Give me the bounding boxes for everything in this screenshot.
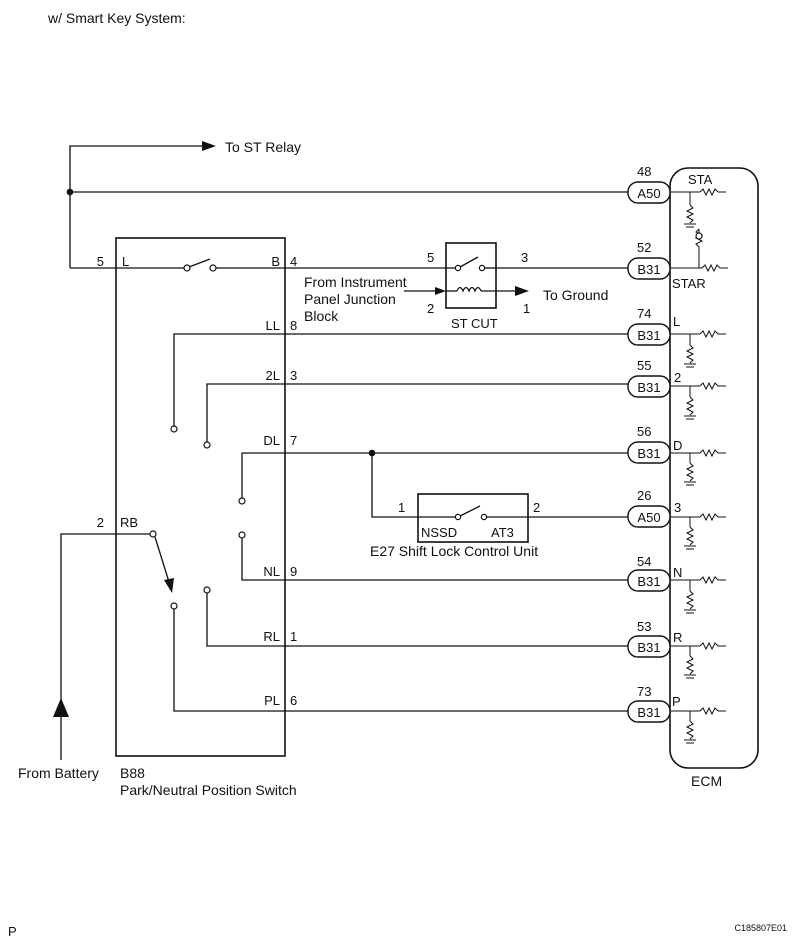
- pnp-code: B88: [120, 765, 145, 781]
- pnp-pin-name: RB: [120, 515, 138, 530]
- connector-code: B31: [637, 574, 660, 589]
- pnp-pin-num: 1: [290, 629, 297, 644]
- pnp-pin-num: 8: [290, 318, 297, 333]
- connector-code: B31: [637, 262, 660, 277]
- ecm-terminal: 3: [674, 500, 681, 515]
- connector-code: A50: [637, 186, 660, 201]
- ecm-label: ECM: [691, 773, 722, 789]
- ecm-connector-row: 54 B31 N: [627, 554, 726, 614]
- to-st-relay-line: [66, 141, 628, 269]
- ecm-pin-number: 52: [637, 240, 651, 255]
- shift-lock-label: E27 Shift Lock Control Unit: [370, 543, 538, 559]
- ecm-terminal: STAR: [672, 276, 706, 291]
- pnp-switch-box: [115, 237, 286, 757]
- pnp-pin-num: 6: [290, 693, 297, 708]
- figure-code: C185807E01: [734, 923, 787, 933]
- ecm-pin-number: 74: [637, 306, 651, 321]
- shift-lock-internal-switch: [418, 505, 528, 521]
- from-ipjb-label-3: Block: [304, 308, 339, 324]
- connector-code: B31: [637, 328, 660, 343]
- ecm-pin-number: 53: [637, 619, 651, 634]
- ecm-pin-number: 54: [637, 554, 651, 569]
- st-cut-pin: 2: [427, 301, 434, 316]
- ecm-terminal: D: [673, 438, 682, 453]
- pnp-pin-num: 4: [290, 254, 297, 269]
- st-cut-relay-internals: [446, 256, 529, 296]
- connector-code: A50: [637, 510, 660, 525]
- pnp-pin-num: 7: [290, 433, 297, 448]
- pnp-name: Park/Neutral Position Switch: [120, 782, 297, 798]
- ecm-terminal: P: [672, 694, 681, 709]
- ecm-connector-row: 74 B31 L: [627, 306, 726, 368]
- shift-lock-pin: 1: [398, 500, 405, 515]
- ecm-connector-row: 26 A50 3: [627, 488, 726, 550]
- connector-code: B31: [637, 705, 660, 720]
- pnp-pin-name: L: [122, 254, 129, 269]
- from-battery-label: From Battery: [18, 765, 99, 781]
- pnp-pin-num: 9: [290, 564, 297, 579]
- connector-code: B31: [637, 380, 660, 395]
- pnp-pin-name: RL: [263, 629, 280, 644]
- pnp-pin-name: DL: [263, 433, 280, 448]
- ecm-connector-row: 52 B31 STAR: [627, 228, 728, 291]
- ecm-pin-number: 48: [637, 164, 651, 179]
- diagram-header: w/ Smart Key System:: [47, 10, 186, 26]
- st-cut-pin: 3: [521, 250, 528, 265]
- junction-dot: [66, 188, 74, 196]
- ecm-connector-row: 55 B31 2: [627, 358, 726, 420]
- footer-page-letter: P: [8, 924, 17, 939]
- pnp-pin-name: LL: [266, 318, 280, 333]
- ecm-terminal: 2: [674, 370, 681, 385]
- shift-lock-pin: 2: [533, 500, 540, 515]
- st-cut-relay-box: [445, 242, 497, 309]
- pnp-pin-num: 2: [97, 515, 104, 530]
- connector-code: B31: [637, 640, 660, 655]
- pnp-position-contacts: [116, 333, 285, 712]
- connector-code: B31: [637, 446, 660, 461]
- pnp-pin-num: 5: [97, 254, 104, 269]
- ecm-terminal: STA: [688, 172, 713, 187]
- ecm-pin-number: 73: [637, 684, 651, 699]
- ecm-pin-number: 56: [637, 424, 651, 439]
- ecm-terminal: N: [673, 565, 682, 580]
- ecm-wires: [285, 267, 628, 712]
- ecm-box: [669, 167, 759, 769]
- st-cut-pin: 5: [427, 250, 434, 265]
- ecm-connector-row: 56 B31 D: [627, 424, 726, 486]
- ecm-connector-row: 73 B31 P: [627, 684, 726, 744]
- ecm-pin-number: 55: [637, 358, 651, 373]
- pnp-pin-name: PL: [264, 693, 280, 708]
- st-cut-label: ST CUT: [451, 316, 498, 331]
- pnp-pin-num: 3: [290, 368, 297, 383]
- ecm-connector-row: 48 A50 STA: [627, 164, 726, 228]
- ecm-pin-number: 26: [637, 488, 651, 503]
- ecm-terminal: L: [673, 314, 680, 329]
- nssd-terminal: NSSD: [421, 525, 457, 540]
- st-cut-pin: 1: [523, 301, 530, 316]
- from-ipjb-label-2: Panel Junction: [304, 291, 396, 307]
- to-st-relay-label: To ST Relay: [225, 139, 301, 155]
- ecm-connector-row: 53 B31 R: [627, 619, 726, 679]
- pnp-pin-name: NL: [263, 564, 280, 579]
- from-ipjb-arrow: [404, 287, 446, 295]
- to-ground-label: To Ground: [543, 287, 608, 303]
- ecm-terminal: R: [673, 630, 682, 645]
- shift-lock-control-unit-box: [417, 493, 529, 543]
- pnp-internal-switch: [116, 258, 285, 272]
- pnp-pin-name: 2L: [266, 368, 280, 383]
- at3-terminal: AT3: [491, 525, 514, 540]
- pnp-pin-name: B: [271, 254, 280, 269]
- from-ipjb-label-1: From Instrument: [304, 274, 407, 290]
- from-battery-line: [53, 533, 116, 760]
